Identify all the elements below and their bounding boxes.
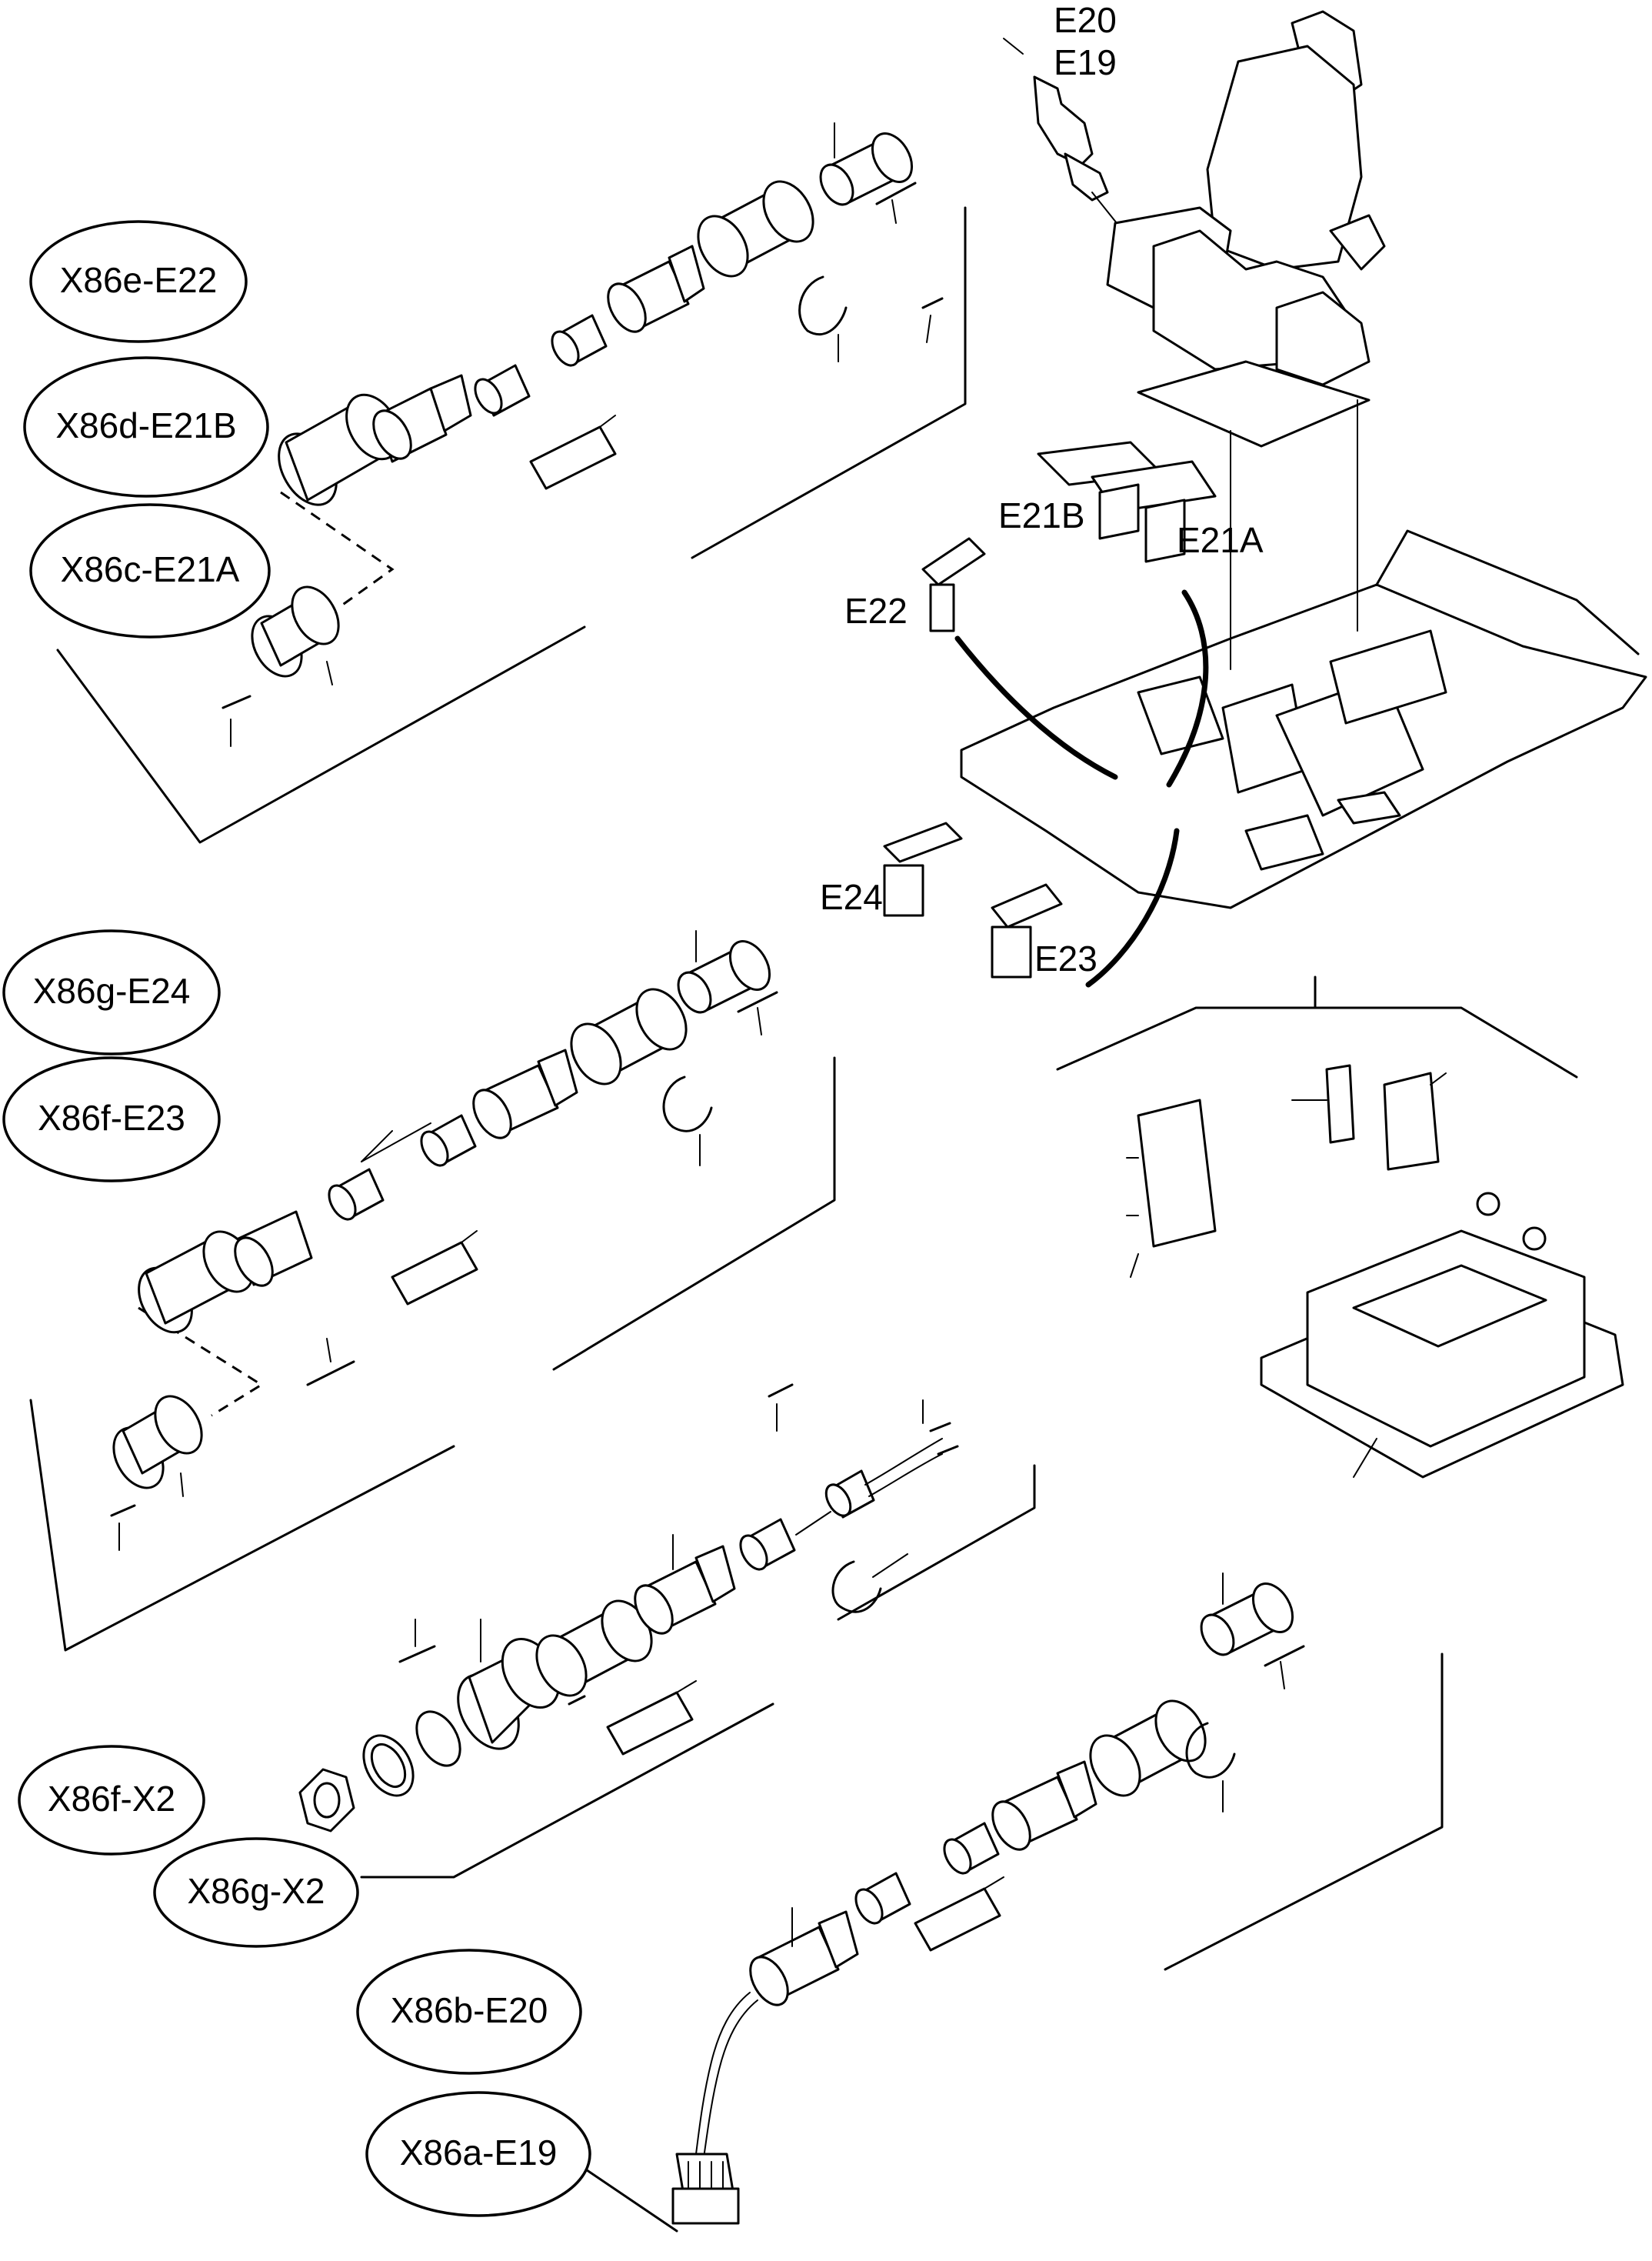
component-labels: E20 E19 E21B E21A E22 E24 E23 bbox=[820, 0, 1264, 979]
label-e22: E22 bbox=[844, 591, 908, 631]
connector-assembly-x2 bbox=[298, 1383, 1036, 1879]
label-e21a: E21A bbox=[1177, 520, 1264, 560]
connector-assembly-e19-e20 bbox=[545, 1572, 1444, 2233]
callout-x86e-e22-text: X86e-E22 bbox=[60, 260, 218, 300]
callout-x86e-e22: X86e-E22 bbox=[29, 220, 248, 343]
callout-x86d-e21b-text: X86d-E21B bbox=[55, 405, 236, 445]
callout-x86f-e23-text: X86f-E23 bbox=[38, 1098, 185, 1138]
connector-assembly-e21-e22 bbox=[56, 122, 967, 844]
label-e21b: E21B bbox=[998, 495, 1085, 535]
label-e19: E19 bbox=[1054, 42, 1117, 82]
callout-x86b-e20: X86b-E20 bbox=[356, 1949, 582, 2075]
callout-x86f-x2: X86f-X2 bbox=[18, 1745, 205, 1856]
callout-x86a-e19: X86a-E19 bbox=[365, 2091, 591, 2217]
callout-x86g-e24: X86g-E24 bbox=[2, 929, 221, 1055]
connector-assembly-e23-e24 bbox=[29, 930, 836, 1652]
callout-x86c-e21a-text: X86c-E21A bbox=[61, 549, 240, 589]
operator-cab-assembly bbox=[883, 10, 1647, 1479]
callout-x86f-e23: X86f-E23 bbox=[2, 1056, 221, 1182]
callout-x86g-e24-text: X86g-E24 bbox=[33, 971, 191, 1011]
callout-x86d-e21b: X86d-E21B bbox=[23, 356, 269, 498]
callout-x86c-e21a: X86c-E21A bbox=[29, 503, 271, 639]
callout-x86g-x2: X86g-X2 bbox=[153, 1837, 359, 1948]
callout-x86b-e20-text: X86b-E20 bbox=[391, 1990, 548, 2030]
label-e23: E23 bbox=[1034, 939, 1097, 979]
label-e24: E24 bbox=[820, 877, 883, 917]
label-e20: E20 bbox=[1054, 0, 1117, 40]
callout-x86a-e19-text: X86a-E19 bbox=[400, 2133, 558, 2173]
callout-x86f-x2-text: X86f-X2 bbox=[48, 1779, 175, 1819]
callout-x86g-x2-text: X86g-X2 bbox=[187, 1871, 325, 1911]
